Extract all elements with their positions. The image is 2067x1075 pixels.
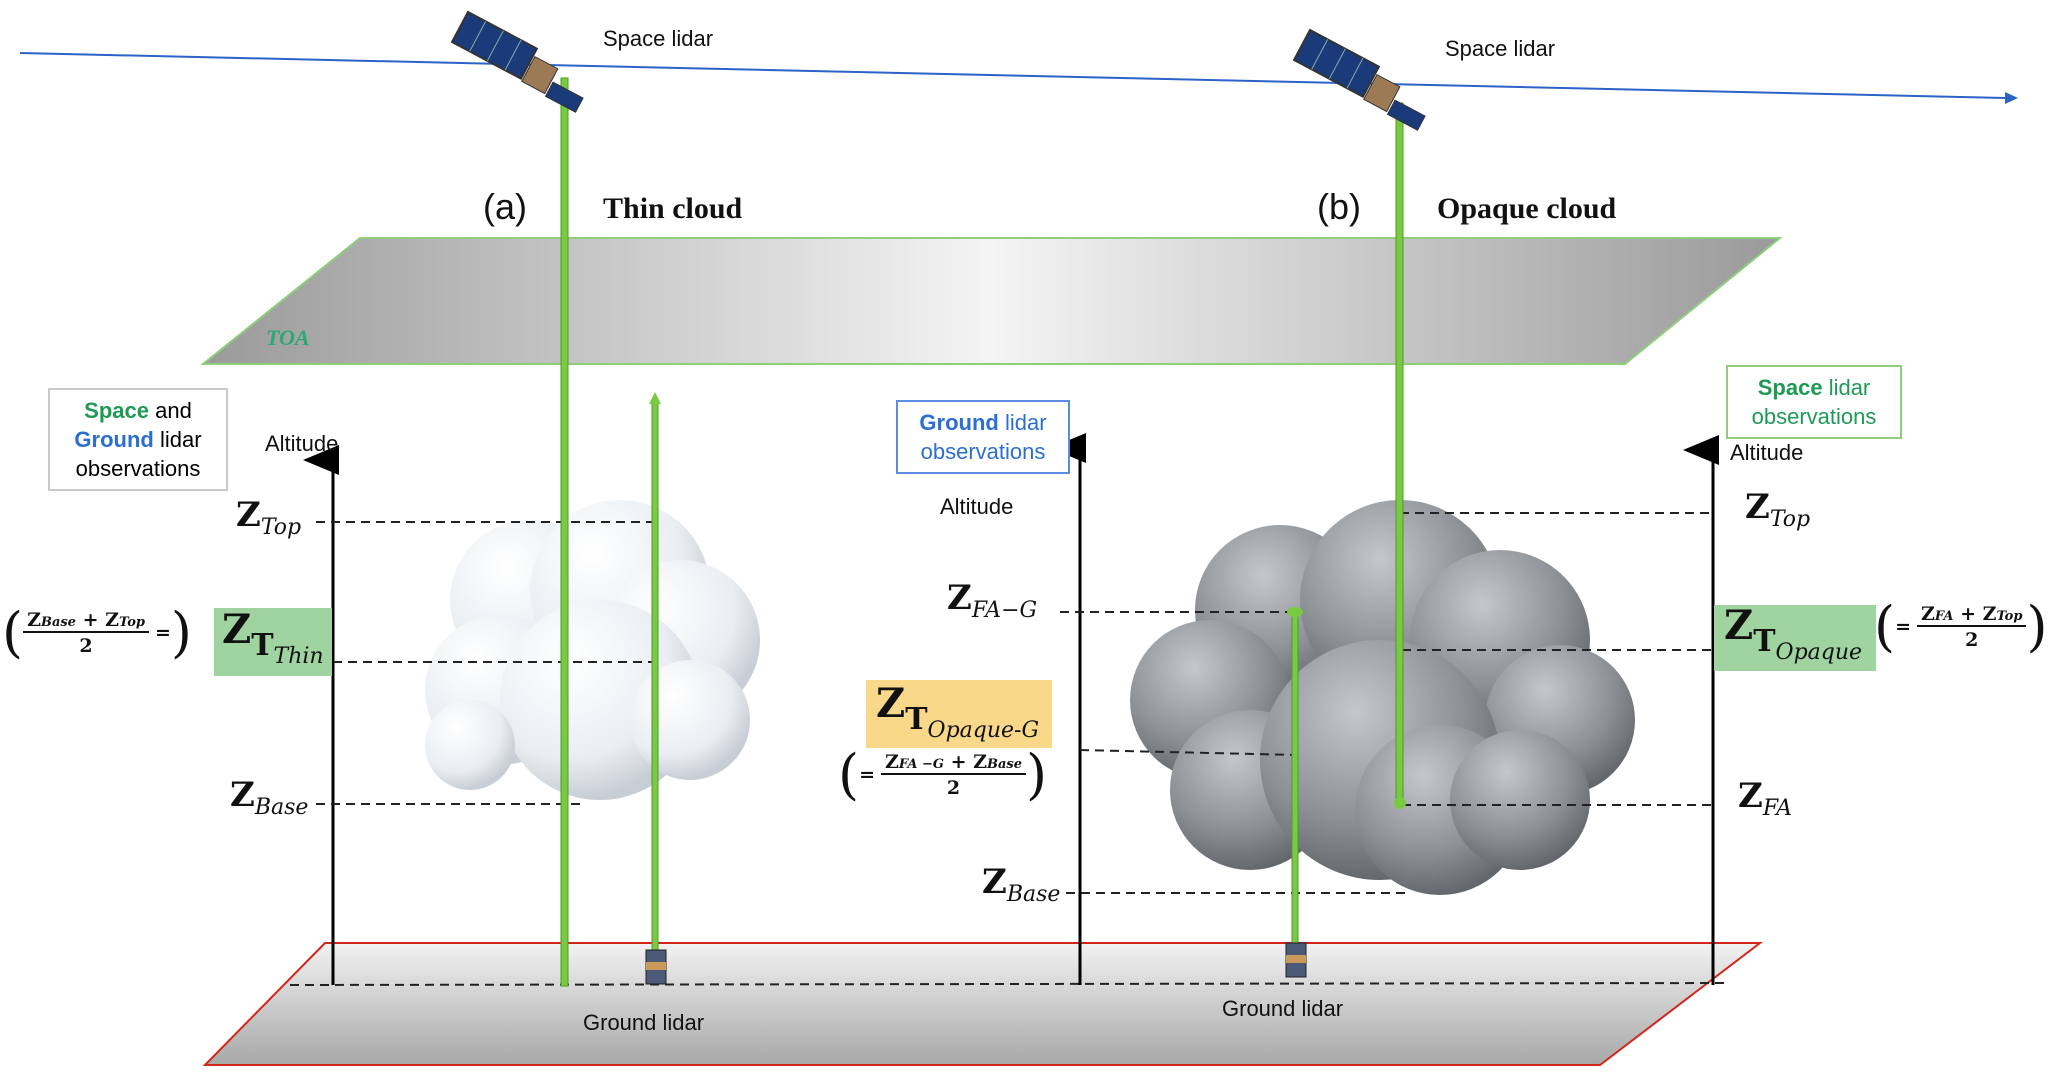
box-space-word: Space <box>84 398 149 423</box>
z-t-opaque: ZTOpaque <box>1724 602 1863 665</box>
formula-thin: ( ZBase + ZTop 2 = ) <box>2 601 192 664</box>
altitude-label-a: Altitude <box>265 431 339 456</box>
panel-a-title: Thin cloud <box>603 192 743 225</box>
z-t-opaque-g: ZTOpaque-G <box>876 680 1040 743</box>
box-observations-word: observations <box>75 456 201 481</box>
ground-lidar-a-icon <box>645 949 667 985</box>
ground-observations-box: Ground lidar observations <box>896 400 1070 474</box>
formula-opaque-g: ( = ZFA −G + ZBase 2 ) <box>838 743 1048 806</box>
toa-plane <box>200 237 1783 365</box>
space-lidar-label-a: Space lidar <box>603 26 714 51</box>
box-b-space-word: Space <box>1757 375 1823 400</box>
satellite-b-icon <box>1292 28 1426 131</box>
formula-opaque: ( = ZFA + ZTop 2 ) <box>1874 595 2048 658</box>
space-observations-box: Space lidar observations <box>1726 365 1902 439</box>
panel-b-tag: (b) <box>1317 186 1361 227</box>
altitude-label-b-space: Altitude <box>1730 440 1804 465</box>
satellite-orbit <box>19 52 2018 104</box>
lidar-beams <box>560 77 1406 987</box>
box-b-space-lidar-word: lidar <box>1828 375 1871 400</box>
box-b-space-observations-word: observations <box>1751 404 1877 429</box>
ground-lidar-label-a: Ground lidar <box>583 1010 705 1035</box>
altitude-label-b-ground: Altitude <box>940 494 1014 519</box>
z-t-opaque-g-highlight <box>866 680 1052 748</box>
z-base-b: ZBase <box>982 862 1061 907</box>
panel-a-tag: (a) <box>483 186 527 227</box>
box-b-ground-observations-word: observations <box>920 439 1046 464</box>
z-top-b: ZTop <box>1745 487 1811 532</box>
z-fa-g: ZFA−G <box>947 578 1038 623</box>
ground-lidar-label-b: Ground lidar <box>1222 996 1344 1021</box>
opaque-cloud <box>1130 500 1635 895</box>
space-lidar-label-b: Space lidar <box>1445 36 1556 61</box>
box-b-ground-lidar-word: lidar <box>1004 410 1047 435</box>
z-t-thin: ZTThin <box>222 606 324 669</box>
ground-level-line <box>289 982 1731 986</box>
ground-lidar-b-icon <box>1285 942 1307 978</box>
z-top-a: ZTop <box>236 495 302 540</box>
z-t-opaque-highlight <box>1714 605 1876 671</box>
toa-label: TOA <box>266 325 310 350</box>
level-lines <box>316 512 1713 894</box>
space-ground-observations-box: Space and Ground lidar observations <box>48 388 228 491</box>
satellite-a-icon <box>450 10 584 113</box>
ground-plane <box>202 942 1763 1066</box>
z-base-a: ZBase <box>230 775 309 820</box>
panel-b-title: Opaque cloud <box>1437 192 1617 225</box>
thin-cloud <box>425 500 760 800</box>
box-lidar-word: lidar <box>159 427 202 452</box>
z-t-thin-highlight <box>214 608 332 676</box>
box-b-ground-word: Ground <box>919 410 999 435</box>
box-and-word: and <box>155 398 192 423</box>
box-ground-word: Ground <box>74 427 154 452</box>
z-fa: ZFA <box>1738 776 1793 821</box>
